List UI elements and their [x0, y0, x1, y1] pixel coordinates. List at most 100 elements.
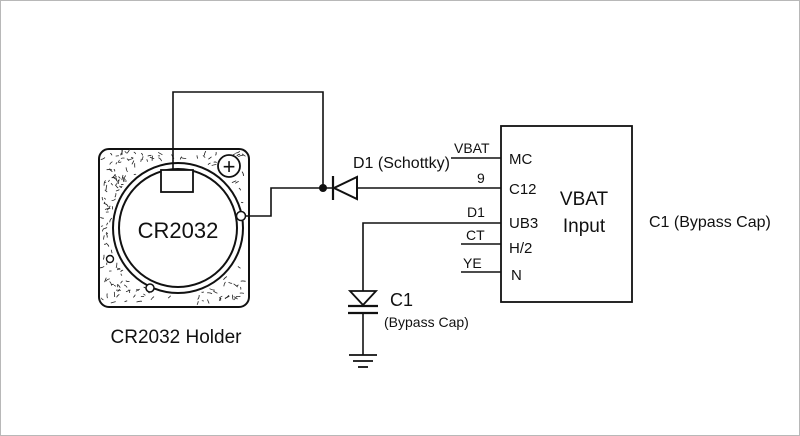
speckle — [124, 300, 128, 303]
speckle — [231, 294, 234, 300]
speckle — [136, 300, 142, 303]
speckle — [117, 267, 121, 270]
speckle — [110, 301, 116, 304]
speckle — [207, 292, 213, 295]
speckle — [233, 283, 238, 288]
speckle — [241, 171, 244, 177]
speckle — [238, 154, 244, 158]
wires — [172, 91, 501, 355]
speckle — [117, 288, 121, 292]
speckle — [109, 161, 113, 165]
plus-terminal-icon — [217, 154, 241, 178]
pin-inner-label: N — [511, 267, 522, 284]
speckle — [120, 150, 123, 155]
ic-pin-3[interactable]: CT H/2 — [461, 227, 532, 257]
speckle — [100, 216, 104, 219]
speckle — [112, 176, 117, 180]
battery-holder[interactable]: + CR2032 — [98, 148, 250, 308]
holder-caption: CR2032 Holder — [111, 327, 243, 348]
speckle — [231, 180, 237, 183]
speckle — [113, 169, 116, 172]
ic-pin-0[interactable]: VBAT MC — [451, 140, 532, 168]
speckle — [228, 281, 233, 284]
holder-side-contact — [235, 210, 247, 222]
speckle — [209, 288, 215, 291]
speckle — [103, 201, 106, 205]
wire-ic-to-cap — [362, 222, 501, 291]
speckle — [201, 300, 204, 302]
speckle — [121, 174, 124, 181]
speckle — [218, 295, 223, 299]
speckle — [111, 174, 116, 179]
speckle — [108, 179, 110, 182]
speckle — [105, 232, 109, 235]
speckle — [181, 157, 187, 159]
pin-outer-label: CT — [466, 227, 485, 243]
speckle — [202, 154, 206, 158]
speckle — [123, 284, 128, 288]
speckle — [104, 189, 108, 193]
speckle — [125, 280, 130, 282]
speckle — [126, 148, 131, 154]
speckle — [131, 160, 135, 165]
ic-pin-1[interactable]: 9 C12 — [477, 170, 537, 198]
vbat-input-ic[interactable]: VBAT Input VBAT MC 9 C12 D1 UB3 CT H/2 Y… — [451, 125, 633, 303]
speckle — [208, 156, 212, 160]
ic-body — [500, 125, 633, 303]
ic-pin-4[interactable]: YE N — [461, 255, 522, 284]
speckle — [104, 242, 108, 245]
speckle — [111, 283, 114, 286]
speckle — [133, 173, 137, 176]
speckle — [215, 151, 217, 156]
capacitor-symbol[interactable] — [347, 290, 379, 315]
holder-left-contact — [105, 254, 115, 264]
speckle — [196, 301, 199, 305]
capacitor-triangle — [347, 290, 379, 307]
battery-contact-tab — [160, 169, 194, 193]
plus-symbol: + — [223, 154, 236, 179]
speckle — [104, 207, 111, 210]
speckle — [124, 151, 127, 154]
diode-triangle — [331, 175, 358, 201]
speckle — [125, 289, 131, 293]
speckle — [123, 175, 127, 178]
speckle — [115, 189, 120, 192]
pin-outer-label: YE — [463, 255, 482, 271]
speckle — [241, 153, 246, 157]
speckle — [118, 176, 121, 179]
speckle — [114, 193, 117, 198]
wire-holder-side — [245, 187, 333, 217]
speckle — [114, 174, 117, 178]
schottky-diode-symbol[interactable] — [331, 175, 358, 201]
speckle — [143, 293, 146, 296]
speckle — [224, 294, 230, 300]
junction-dot — [319, 184, 327, 192]
speckle — [99, 266, 105, 269]
ic-pin-2[interactable]: D1 UB3 — [467, 204, 538, 232]
speckle — [196, 155, 199, 159]
speckle — [207, 299, 210, 304]
speckle — [115, 262, 118, 269]
pin-inner-label: UB3 — [509, 215, 538, 232]
speckle — [102, 228, 105, 232]
speckle — [150, 296, 155, 301]
speckle — [223, 281, 226, 287]
speckle — [120, 273, 123, 276]
speckle — [115, 177, 118, 182]
speckle — [103, 181, 107, 183]
battery-label: CR2032 — [138, 218, 219, 243]
speckle — [110, 153, 113, 156]
pin-inner-label: C12 — [509, 181, 537, 198]
speckle — [114, 184, 119, 189]
speckle — [106, 222, 109, 226]
speckle — [118, 161, 122, 163]
speckle — [157, 151, 163, 156]
speckle — [109, 281, 112, 286]
speckle — [105, 184, 108, 191]
speckle — [115, 162, 118, 165]
speckle — [223, 276, 228, 280]
speckle — [122, 177, 126, 181]
speckle — [101, 196, 104, 201]
